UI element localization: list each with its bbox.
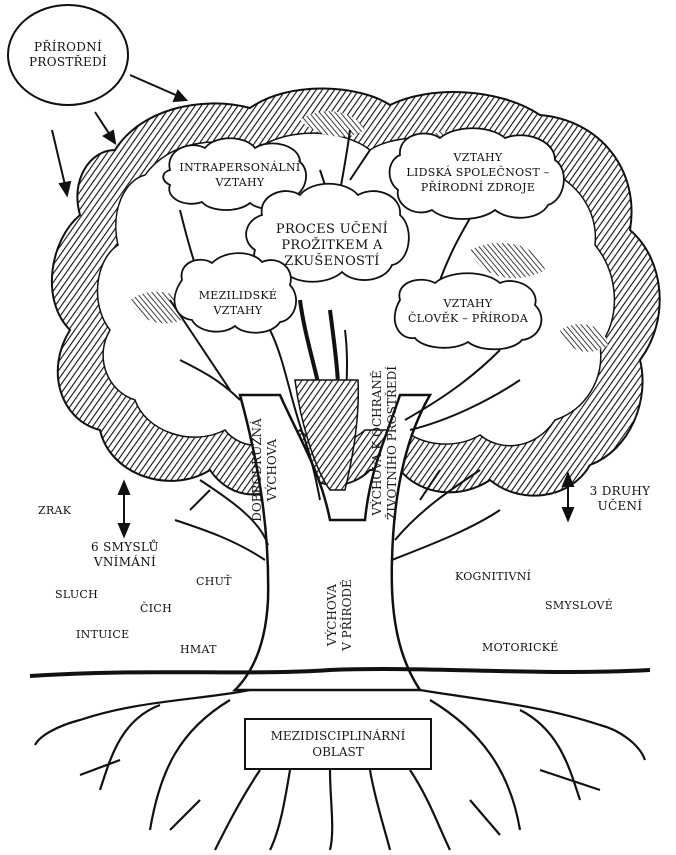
learning-motor: MOTORICKÉ bbox=[482, 640, 559, 655]
cloud-society: VZTAHY LIDSKÁ SPOLEČNOST – PŘÍRODNÍ ZDRO… bbox=[398, 150, 558, 195]
cloud-intrapersonal: INTRAPERSONÁLNÍ VZTAHY bbox=[170, 160, 310, 190]
cloud-human-nature: VZTAHY ČLOVĚK – PŘÍRODA bbox=[398, 296, 538, 326]
interdisciplinary-area-box: MEZIDISCIPLINÁRNÍ OBLAST bbox=[244, 718, 432, 770]
sense-taste: CHUŤ bbox=[196, 574, 232, 589]
branch-environmental-education: VÝCHOVA K OCHRANĚ ŽIVOTNÍHO PROSTŘEDÍ bbox=[370, 358, 400, 528]
tree-roots bbox=[35, 690, 645, 850]
sense-hearing: SLUCH bbox=[55, 587, 98, 602]
learning-sensory: SMYSLOVÉ bbox=[545, 598, 613, 613]
sense-sight: ZRAK bbox=[38, 503, 71, 518]
environment-label: PŘÍRODNÍ PROSTŘEDÍ bbox=[18, 40, 118, 70]
sense-intuition: INTUICE bbox=[76, 627, 129, 642]
sense-smell: ČICH bbox=[140, 601, 172, 616]
sense-touch: HMAT bbox=[180, 642, 217, 657]
learning-title: 3 DRUHY UČENÍ bbox=[580, 484, 660, 514]
cloud-learning-process: PROCES UČENÍ PROŽITKEM A ZKUŠENOSTÍ bbox=[262, 222, 402, 270]
learning-cognitive: KOGNITIVNÍ bbox=[455, 569, 531, 584]
branch-outdoor-education: VÝCHOVA V PŘÍRODĚ bbox=[325, 565, 355, 665]
cloud-interpersonal: MEZILIDSKÉ VZTAHY bbox=[178, 288, 298, 318]
senses-title: 6 SMYSLŮ VNÍMÁNÍ bbox=[70, 540, 180, 570]
branch-adventure-education: DOBRODRUŽNÁ VÝCHOVA bbox=[250, 410, 280, 530]
